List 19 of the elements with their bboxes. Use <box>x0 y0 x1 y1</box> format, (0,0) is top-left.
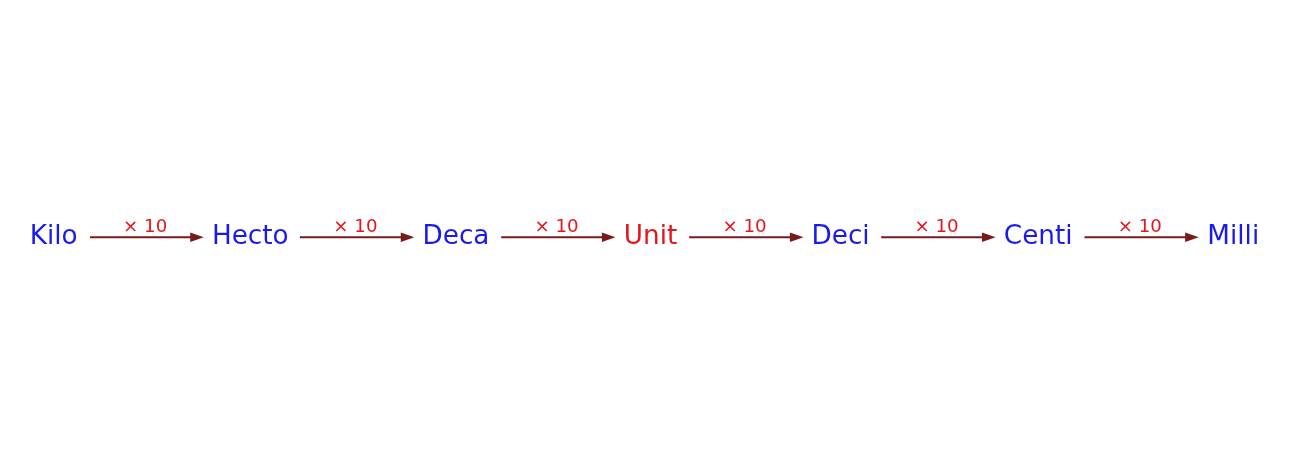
node-text: Kilo <box>29 219 78 250</box>
arrow <box>501 232 616 242</box>
edge-label: × 10 <box>914 214 959 236</box>
arrow <box>881 232 996 242</box>
edge-label: × 10 <box>722 214 767 236</box>
node-text: Deca <box>422 219 490 250</box>
node-text: Centi <box>1003 219 1073 250</box>
edge-label: × 10 <box>123 214 168 236</box>
arrow <box>1084 232 1199 242</box>
edge-label: × 10 <box>1117 214 1162 236</box>
arrow <box>689 232 804 242</box>
arrow <box>299 232 415 242</box>
node-text: Deci <box>811 219 870 250</box>
arrow <box>89 232 204 242</box>
node-text: Milli <box>1207 219 1260 250</box>
edge-label: × 10 <box>534 214 579 236</box>
edge-label: × 10 <box>333 214 378 236</box>
node-text: Hecto <box>211 219 289 250</box>
node-text: Unit <box>623 219 678 250</box>
